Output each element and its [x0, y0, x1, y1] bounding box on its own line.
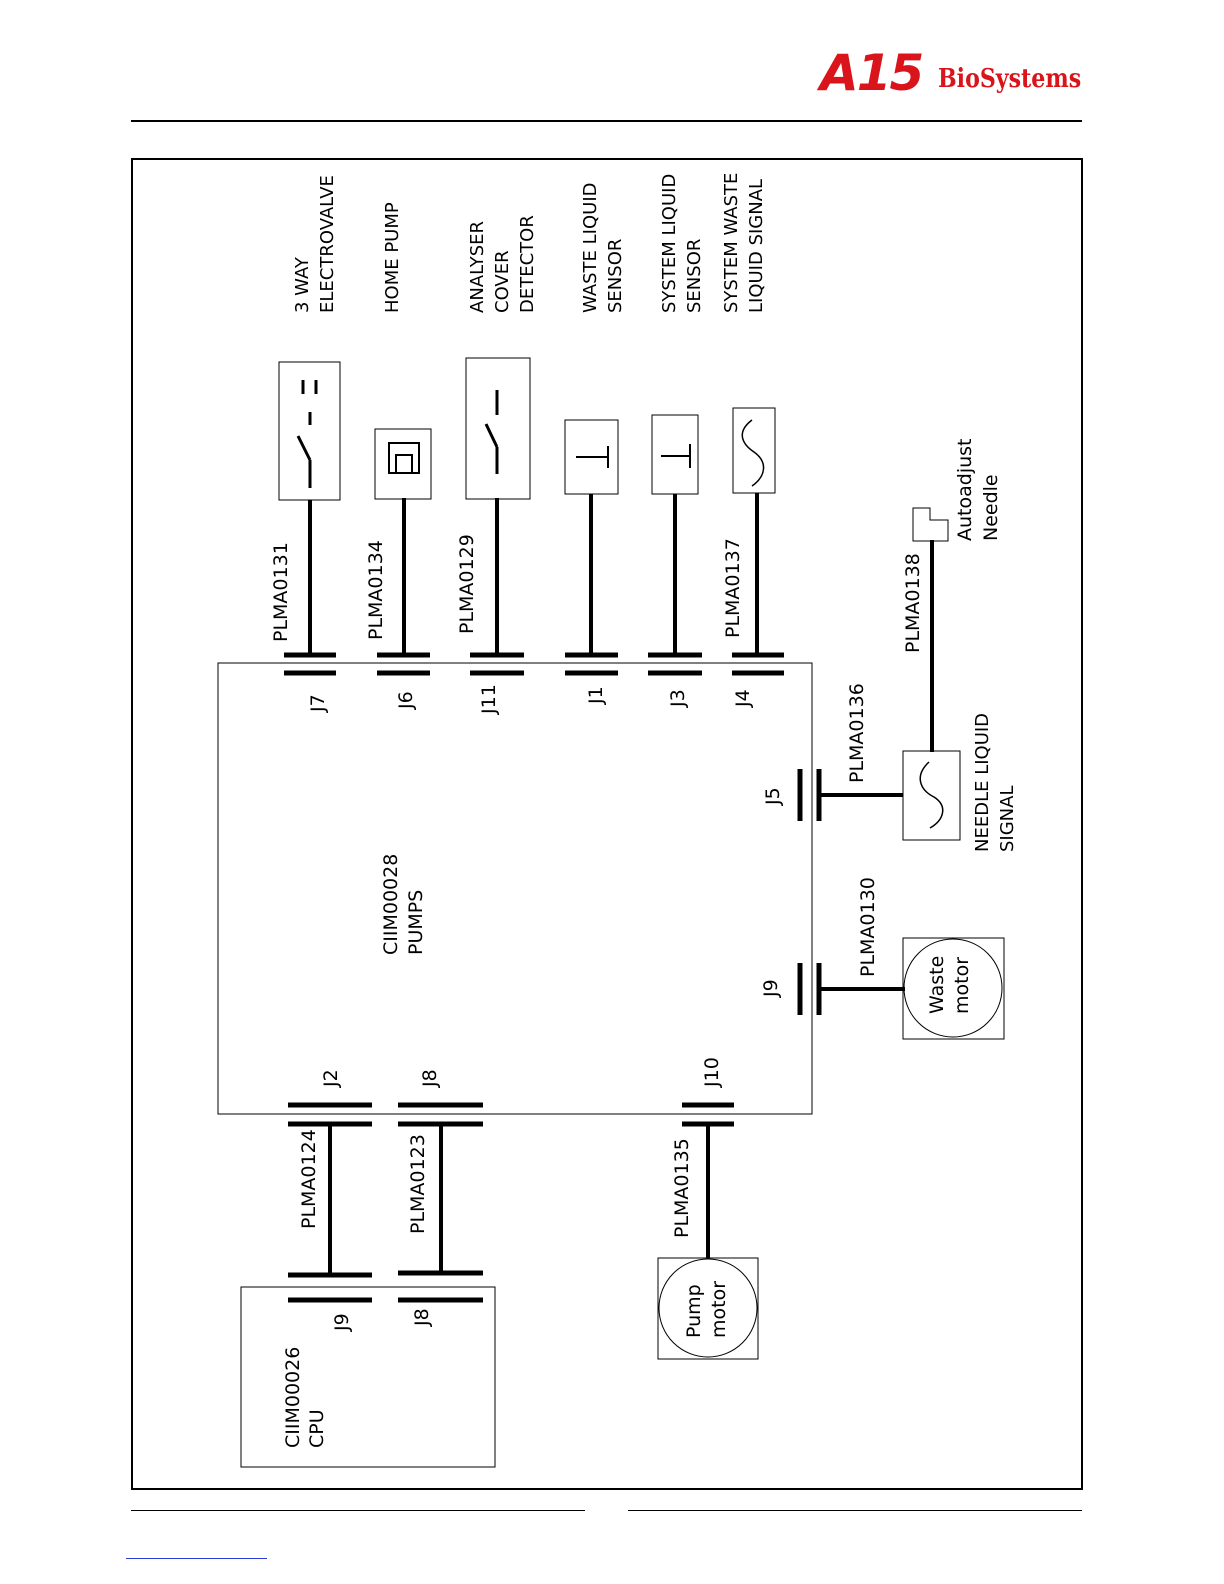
label-waste-signal-2: LIQUID SIGNAL	[746, 179, 767, 313]
pumps-board	[217, 662, 813, 1115]
label-plma0130: PLMA0130	[857, 877, 879, 977]
label-j10: J10	[701, 1057, 723, 1088]
label-j7: J7	[307, 694, 329, 713]
label-autoadjust-2: Needle	[980, 474, 1002, 541]
header-rule	[131, 120, 1082, 122]
logo-brand: BioSystems	[938, 64, 1082, 94]
label-j9: J9	[760, 979, 782, 998]
waste-sensor-probe-icon	[576, 446, 609, 468]
label-plma0131: PLMA0131	[270, 542, 292, 642]
label-electrovalve-1: 3 WAY	[292, 256, 313, 313]
label-plma0135: PLMA0135	[671, 1138, 693, 1238]
label-needle-signal-1: NEEDLE LIQUID	[972, 713, 993, 852]
label-j6: J6	[395, 691, 417, 710]
autoadjust-needle-icon	[912, 507, 949, 542]
waste-sensor-box	[564, 419, 619, 495]
system-sensor-box	[651, 414, 699, 495]
label-cover-3: DETECTOR	[517, 215, 538, 313]
label-cover-1: ANALYSER	[467, 221, 488, 313]
diagram-frame	[131, 158, 1083, 1490]
cover-switch-icon	[484, 390, 499, 474]
cpu-board	[240, 1286, 496, 1468]
pumps-board-label-2: PUMPS	[405, 890, 427, 955]
waste-motor-box	[902, 937, 1005, 1040]
needle-signal-box	[902, 750, 961, 841]
label-plma0123: PLMA0123	[407, 1134, 429, 1234]
label-needle-signal-2: SIGNAL	[997, 786, 1018, 853]
pump-motor-icon	[658, 1258, 758, 1358]
electrovalve-box	[278, 361, 341, 501]
label-j5: J5	[762, 787, 784, 806]
label-j4: J4	[732, 689, 754, 708]
brand-logo: A15 BioSystems	[820, 36, 1107, 98]
waste-signal-wave-icon	[741, 419, 765, 487]
label-plma0134: PLMA0134	[365, 540, 387, 640]
cpu-board-label-1: CIIM00026	[282, 1347, 304, 1448]
label-j1: J1	[585, 686, 607, 705]
footer-rule-right	[628, 1510, 1082, 1511]
logo-mark: A15	[820, 44, 924, 102]
pump-motor-box	[657, 1257, 759, 1360]
label-j11: J11	[478, 684, 500, 715]
label-home-pump: HOME PUMP	[382, 202, 403, 313]
label-j8: J8	[419, 1069, 441, 1088]
label-autoadjust-1: Autoadjust	[954, 439, 976, 542]
label-waste-motor-1: Waste	[926, 956, 948, 1014]
label-waste-motor-2: motor	[951, 957, 973, 1014]
label-j2: J2	[320, 1069, 342, 1088]
waste-signal-box	[732, 407, 776, 494]
label-plma0124: PLMA0124	[298, 1129, 320, 1229]
label-pump-motor-2: motor	[708, 1281, 730, 1338]
label-waste-signal-1: SYSTEM WASTE	[721, 173, 742, 313]
label-waste-sensor-1: WASTE LIQUID	[580, 183, 601, 314]
waste-motor-icon	[903, 938, 1003, 1038]
label-plma0129: PLMA0129	[456, 534, 478, 634]
home-pump-sensor-icon	[388, 442, 420, 474]
electrovalve-switch-icon	[296, 380, 318, 488]
label-cpu-j9: J9	[331, 1313, 353, 1332]
pumps-board-label-1: CIIM00028	[380, 854, 402, 955]
label-electrovalve-2: ELECTROVALVE	[317, 175, 338, 313]
label-system-sensor-1: SYSTEM LIQUID	[659, 174, 680, 313]
needle-signal-wave-icon	[919, 761, 944, 829]
label-pump-motor-1: Pump	[683, 1284, 705, 1338]
label-cpu-j8: J8	[411, 1308, 433, 1327]
system-sensor-probe-icon	[661, 444, 691, 468]
cover-detector-box	[465, 357, 531, 500]
label-j3: J3	[667, 689, 689, 708]
footer-link-underline[interactable]	[126, 1558, 267, 1559]
label-waste-sensor-2: SENSOR	[605, 239, 626, 313]
label-system-sensor-2: SENSOR	[684, 239, 705, 313]
label-plma0137: PLMA0137	[722, 538, 744, 638]
cpu-board-label-2: CPU	[306, 1409, 328, 1448]
label-plma0138: PLMA0138	[902, 553, 924, 653]
home-pump-box	[374, 428, 432, 500]
footer-rule-left	[131, 1510, 585, 1511]
label-cover-2: COVER	[492, 250, 513, 313]
label-plma0136: PLMA0136	[846, 683, 868, 783]
